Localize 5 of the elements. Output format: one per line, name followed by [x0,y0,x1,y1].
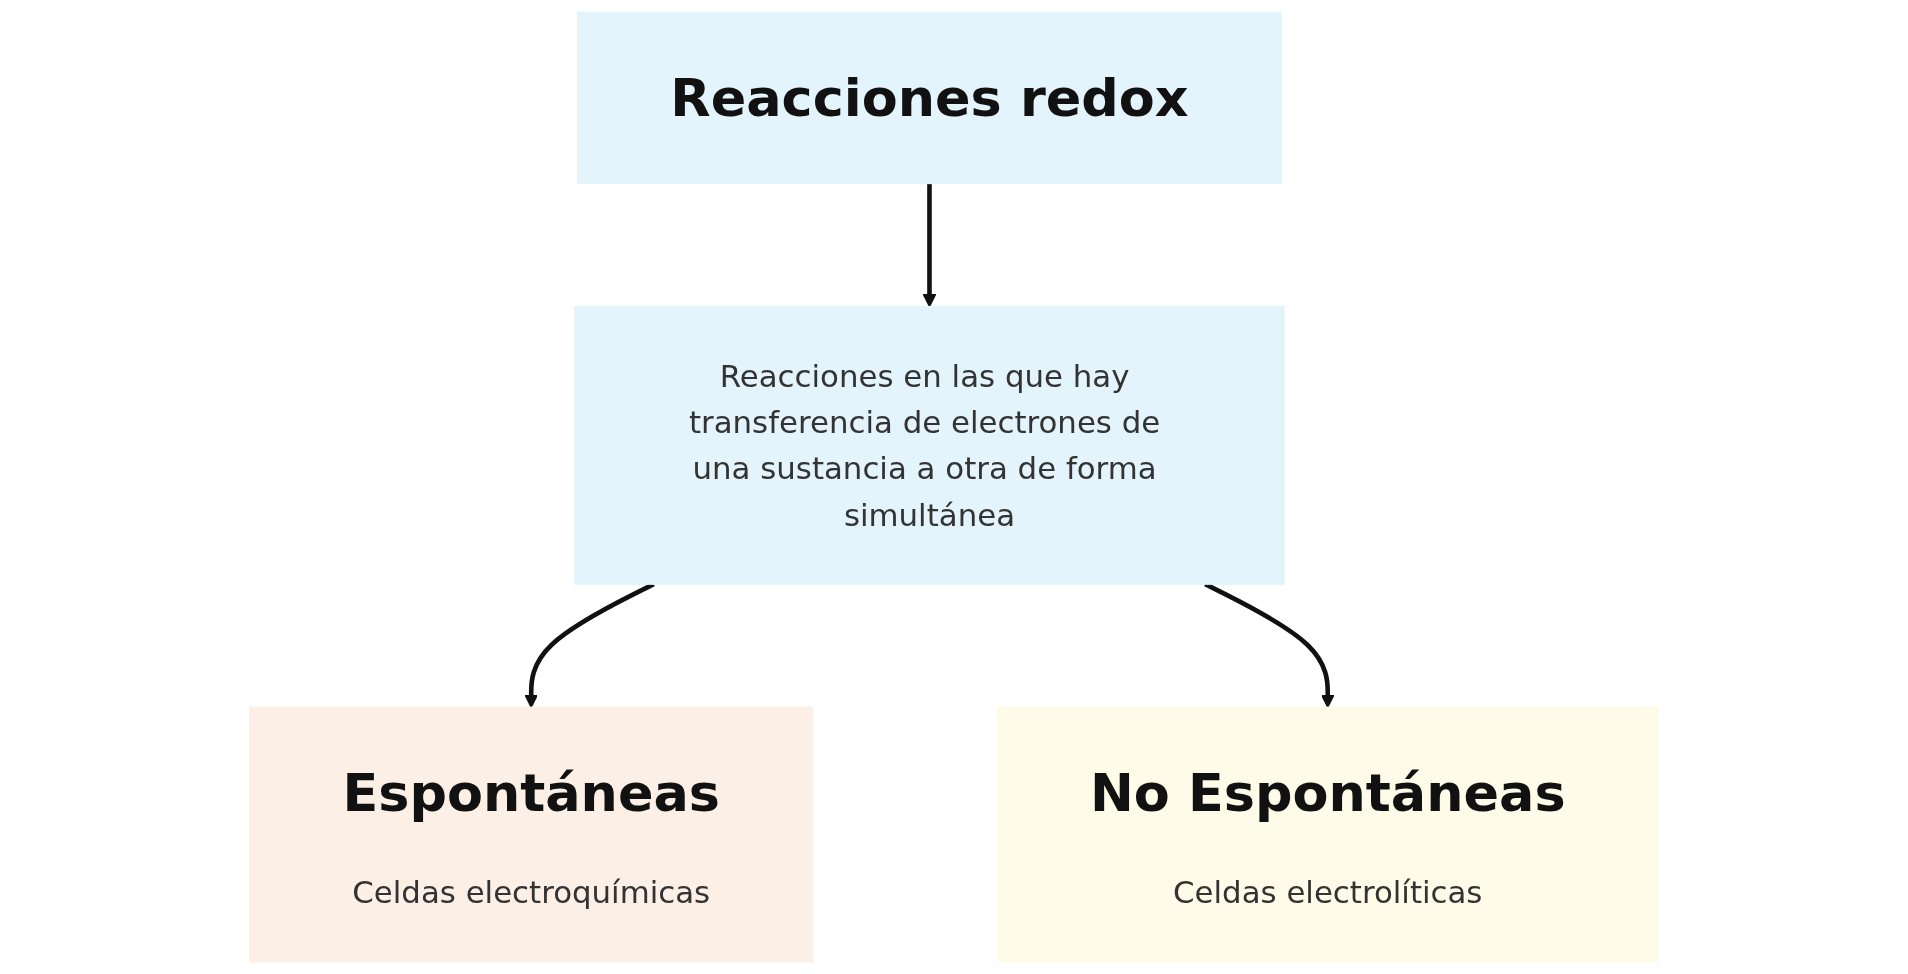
node-box: No Espontáneas Celdas electrolíticas [996,706,1659,963]
arrow [922,183,937,308]
node-box: Reacciones en las que hay transferencia de electrones de una sustancia a otra de forma simultánea [574,305,1285,585]
node-box: Reacciones redox [577,11,1282,185]
node-box: Espontáneas Celdas electroquímicas [249,706,814,963]
